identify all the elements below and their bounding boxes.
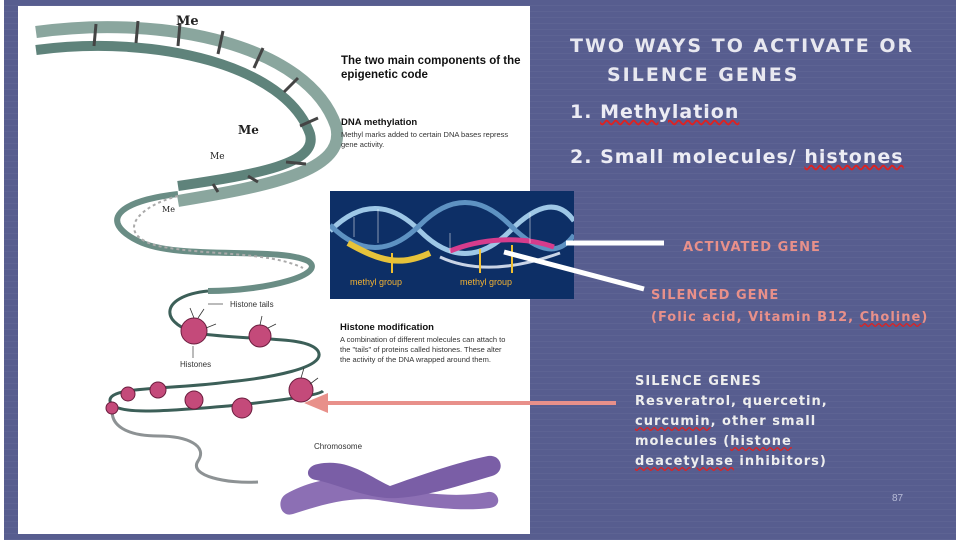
silence-genes-line3-start: molecules ( [635,434,730,449]
activated-gene-label: ACTIVATED GENE [683,240,821,255]
silence-genes-line4: deacetylase inhibitors) [635,452,945,472]
arrowhead-icon [304,393,328,413]
slide-heading: TWO WAYS TO ACTIVATE OR SILENCE GENES [570,32,914,90]
silence-genes-line3: molecules (histone [635,432,945,452]
slide: Me Me Me Me The two main components of t… [4,0,956,540]
point-1-text: Methylation [600,101,739,123]
page-number: 87 [892,493,903,504]
silenced-note-close: ) [921,310,928,325]
silenced-note-choline: Choline [860,310,922,325]
silence-genes-title: SILENCE GENES [635,372,945,392]
silence-genes-line1: Resveratrol, quercetin, [635,392,945,412]
silence-genes-line2-rest: , other small [711,414,817,429]
point-2-text: Small molecules/ [600,146,797,168]
slide-heading-line2: SILENCE GENES [570,61,914,90]
silence-genes-block: SILENCE GENES Resveratrol, quercetin, cu… [635,372,945,472]
point-1-number: 1. [570,101,592,123]
silenced-gene-label: SILENCED GENE [651,288,779,303]
slide-heading-line1: TWO WAYS TO ACTIVATE OR [570,35,914,57]
silence-genes-line4-rest: inhibitors) [734,454,827,469]
point-small-molecules: 2. Small molecules/ histones [570,146,904,168]
point-2-text-underlined: histones [804,146,903,168]
deacetylase-text: deacetylase [635,454,734,469]
silenced-gene-note: (Folic acid, Vitamin B12, Choline) [651,310,928,325]
silence-genes-line2: curcumin, other small [635,412,945,432]
silenced-gene-pointer [504,252,644,289]
histone-text: histone [730,434,792,449]
curcumin-text: curcumin [635,414,711,429]
silenced-note-open: (Folic acid, Vitamin B12, [651,310,860,325]
point-methylation: 1. Methylation [570,101,739,123]
point-2-number: 2. [570,146,592,168]
